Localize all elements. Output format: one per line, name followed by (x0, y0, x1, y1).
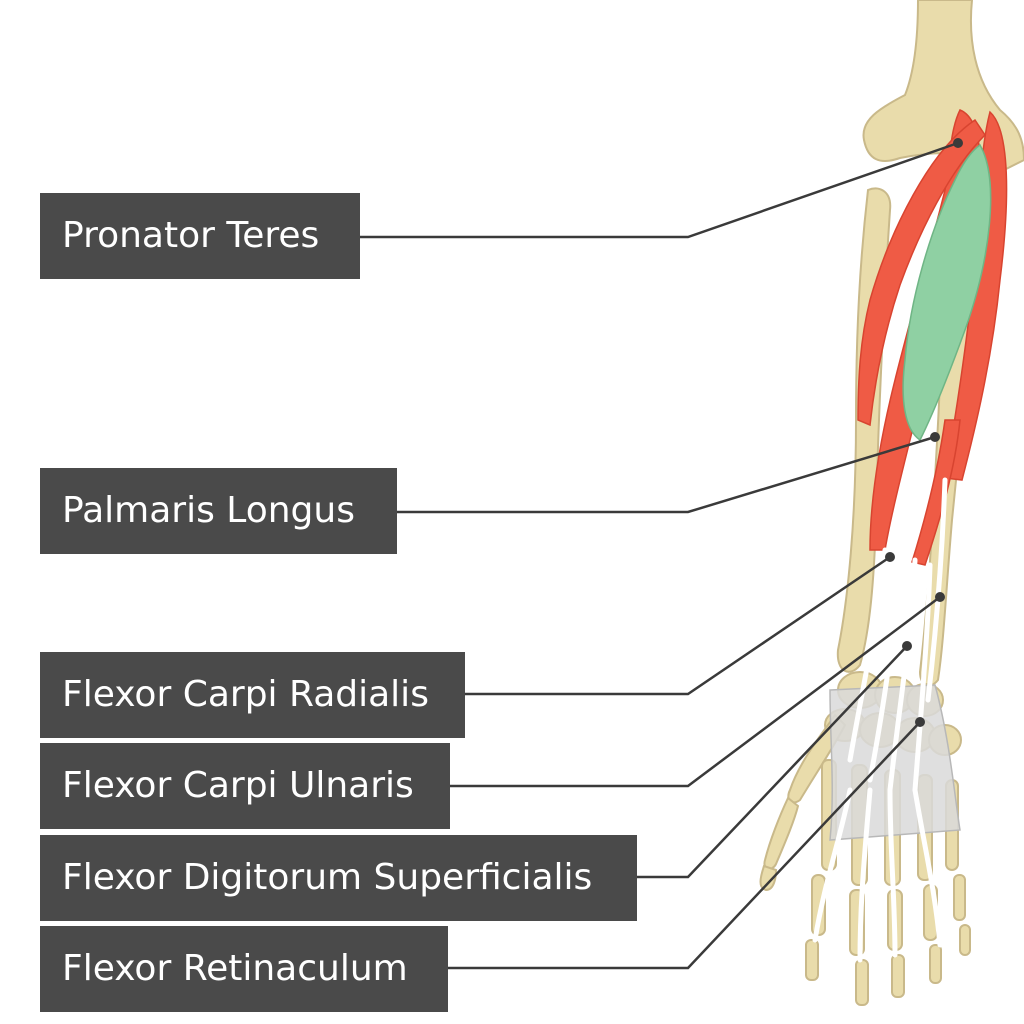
label-flexor-digitorum-superficialis: Flexor Digitorum Superficialis (40, 835, 637, 921)
label-pronator-teres: Pronator Teres (40, 193, 360, 279)
palmaris-longus-muscle-highlight (902, 143, 992, 442)
leader-dot-flexor-carpi-radialis (885, 552, 895, 562)
leader-dot-palmaris-longus (930, 432, 940, 442)
leader-dot-pronator-teres (953, 138, 963, 148)
leader-lines (360, 138, 963, 970)
flexor-tendons (812, 477, 948, 963)
leader-dot-flexor-retinaculum (915, 717, 925, 727)
humerus-bone (862, 0, 1024, 174)
leader-dot-flexor-carpi-ulnaris (935, 592, 945, 602)
leader-line-pronator-teres (360, 141, 959, 239)
leader-line-flexor-retinaculum (448, 721, 921, 970)
label-flexor-carpi-ulnaris: Flexor Carpi Ulnaris (40, 743, 450, 829)
leader-dot-flexor-digitorum-superficialis (902, 641, 912, 651)
leader-line-palmaris-longus (397, 435, 936, 514)
leader-line-flexor-carpi-radialis (465, 555, 891, 696)
leader-line-flexor-digitorum-superficialis (637, 645, 908, 879)
label-flexor-carpi-radialis: Flexor Carpi Radialis (40, 652, 465, 738)
leader-line-flexor-carpi-ulnaris (450, 596, 941, 788)
label-flexor-retinaculum: Flexor Retinaculum (40, 926, 448, 1012)
label-palmaris-longus: Palmaris Longus (40, 468, 397, 554)
